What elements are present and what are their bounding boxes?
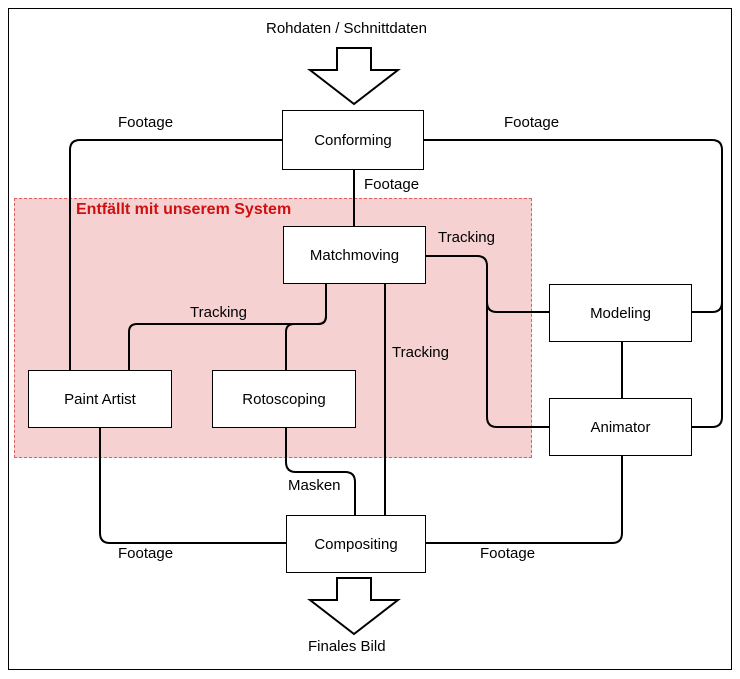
edge-split-rotoscoping bbox=[285, 315, 327, 370]
edge-matchmoving-modeling bbox=[426, 255, 549, 313]
input-label: Rohdaten / Schnittdaten bbox=[266, 20, 427, 37]
edge-right-animator bbox=[692, 300, 723, 428]
node-paint-artist[interactable]: Paint Artist bbox=[28, 370, 172, 428]
label-footage-bottom-left: Footage bbox=[118, 545, 174, 562]
label-masken: Masken bbox=[288, 477, 341, 494]
node-animator[interactable]: Animator bbox=[549, 398, 692, 456]
edge-paintartist-compositing bbox=[99, 428, 286, 544]
edge-matchmoving-left bbox=[128, 284, 327, 370]
label-footage-conf-match: Footage bbox=[364, 176, 420, 193]
node-rotoscoping[interactable]: Rotoscoping bbox=[212, 370, 356, 428]
edge-animator-compositing bbox=[426, 456, 623, 544]
label-footage-bottom-right: Footage bbox=[480, 545, 536, 562]
node-compositing[interactable]: Compositing bbox=[286, 515, 426, 573]
node-conforming[interactable]: Conforming bbox=[282, 110, 424, 170]
zone-label: Entfällt mit unserem System bbox=[76, 201, 292, 218]
node-matchmoving[interactable]: Matchmoving bbox=[283, 226, 426, 284]
edge-conforming-right bbox=[424, 139, 723, 313]
diagram-frame bbox=[8, 8, 732, 670]
edge-matchmoving-animator bbox=[486, 300, 549, 428]
output-arrow bbox=[307, 577, 401, 636]
label-tracking-left: Tracking bbox=[190, 304, 247, 321]
label-footage-top-left: Footage bbox=[118, 114, 174, 131]
label-tracking-match-model: Tracking bbox=[438, 229, 495, 246]
label-tracking-center: Tracking bbox=[392, 344, 449, 361]
edge-conforming-paintartist bbox=[69, 139, 282, 370]
output-label: Finales Bild bbox=[308, 638, 386, 655]
edge-rotoscoping-compositing bbox=[285, 428, 356, 515]
node-modeling[interactable]: Modeling bbox=[549, 284, 692, 342]
input-arrow bbox=[307, 47, 401, 106]
label-footage-top-right: Footage bbox=[504, 114, 560, 131]
